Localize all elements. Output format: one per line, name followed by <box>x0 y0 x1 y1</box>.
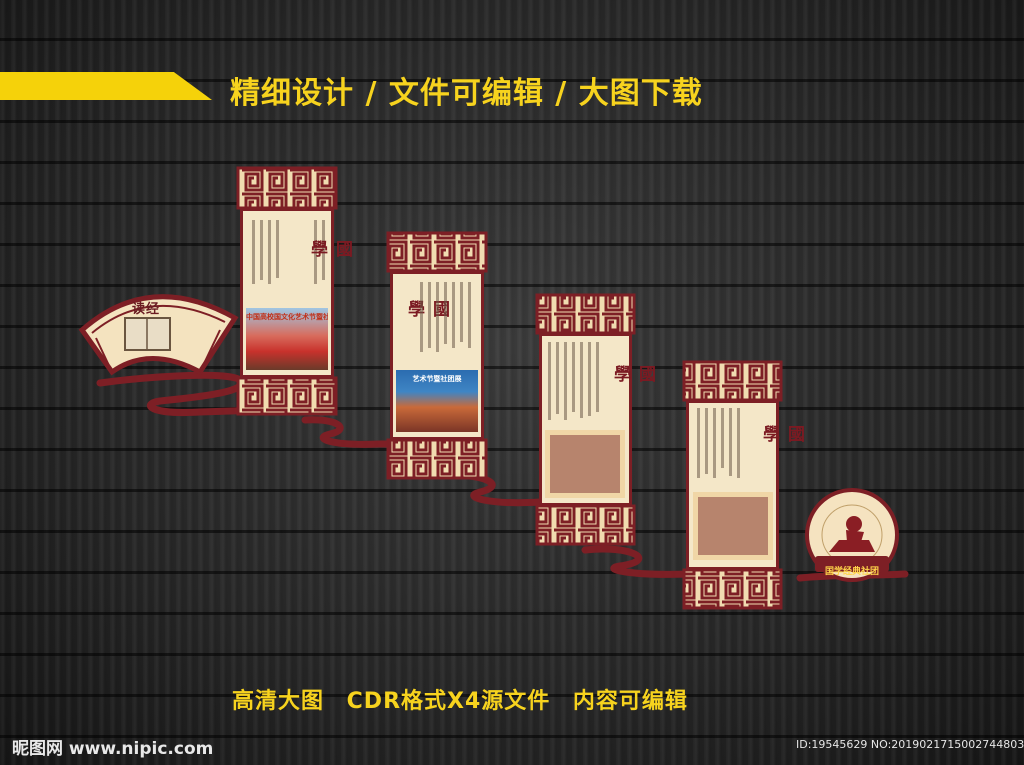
club-badge-label: 国学经典社团 <box>824 567 879 577</box>
panel-2-photo: 艺术节暨社团展 <box>396 370 478 432</box>
panel-4-title: 國學 <box>759 425 804 440</box>
panel-1-photo: 中国高校国文化艺术节暨社团展 <box>246 308 328 370</box>
banner-title: 精细设计 / 文件可编辑 / 大图下载 <box>230 76 703 111</box>
panel-2-photo-caption: 艺术节暨社团展 <box>412 375 462 383</box>
ribbon-line <box>96 371 909 582</box>
fan-decor <box>78 294 239 376</box>
nipic-watermark: 昵图网 www.nipic.com <box>12 739 214 759</box>
fan-label: 读经 <box>132 302 161 317</box>
panel-1-photo-caption: 中国高校国文化艺术节暨社团展 <box>246 313 328 321</box>
panel-frames <box>236 166 783 610</box>
panel-3-title: 國學 <box>610 365 655 380</box>
banner-accent-bar <box>0 72 212 100</box>
panel-3-photo-placeholder <box>545 430 625 498</box>
club-badge: 国学经典社团 <box>805 488 899 582</box>
bottom-caption: 高清大图 CDR格式X4源文件 内容可编辑 <box>232 689 688 714</box>
panel-4-photo-placeholder <box>693 492 773 560</box>
club-badge-art <box>815 504 889 572</box>
panel-1-title: 國學 <box>307 240 352 255</box>
image-id-watermark: ID:19545629 NO:20190217150027448034 <box>796 738 1024 751</box>
